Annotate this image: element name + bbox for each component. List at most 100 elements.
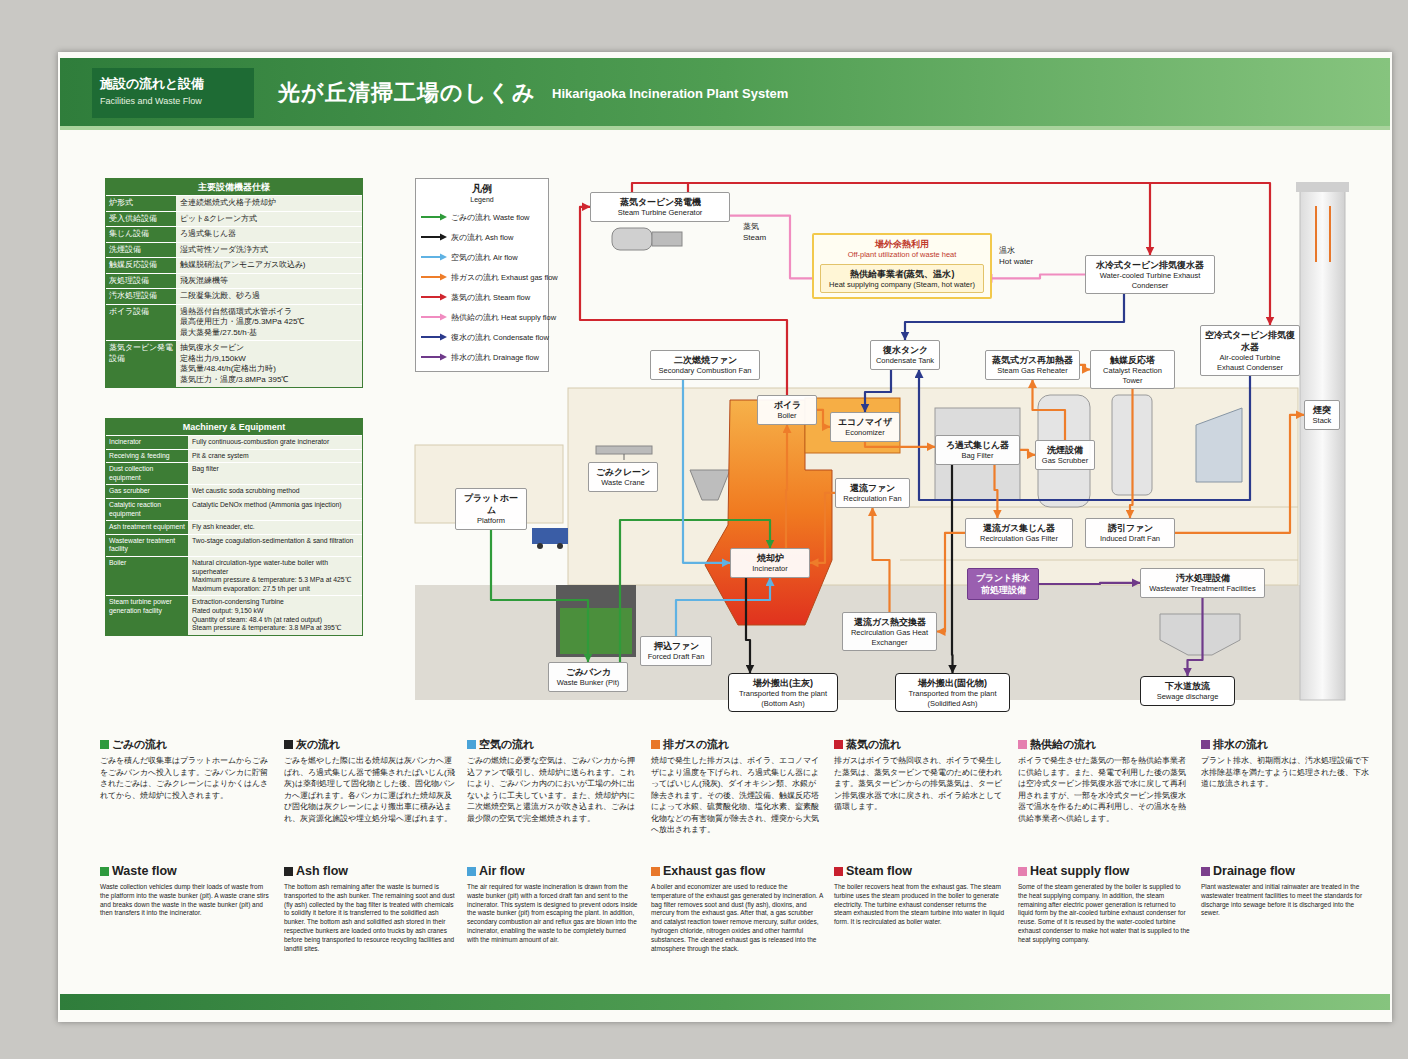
- node-text: ろ過式集じん器: [940, 439, 1015, 451]
- table-row: 汚水処理設備二段凝集沈殿、砂ろ過: [106, 288, 362, 304]
- node-text: 場外搬出(主灰): [733, 677, 833, 689]
- color-square: [100, 867, 109, 876]
- node-text: 触媒反応塔: [1095, 354, 1170, 366]
- node-text: Recirculation Fan: [840, 494, 905, 504]
- collection-truck-part: [557, 543, 563, 549]
- node-text: Recirculation Gas Filter: [970, 534, 1068, 544]
- table-cell: Steam turbine power generation facility: [106, 596, 188, 634]
- bag-filter-part: [935, 408, 1020, 500]
- legend-swatch: [421, 273, 447, 281]
- section-tag: Facilities and Waste Flow: [100, 96, 250, 106]
- swatch-head: [440, 314, 447, 321]
- process-box: 還流ガス熱交換器Recirculation Gas Heat Exchanger: [842, 612, 937, 651]
- body-text: ごみを積んだ収集車はプラットホームからごみをごみバンカへ投入します。ごみバンカに…: [100, 755, 272, 801]
- flow-connector: [865, 442, 935, 447]
- process-box: 蒸気タービン発電機Steam Turbine Generator: [590, 192, 730, 222]
- footer-band: [60, 994, 1390, 1010]
- table-cell: Wet caustic soda scrubbing method: [188, 485, 362, 498]
- text-block: Ash flowThe bottom ash remaining after t…: [284, 864, 456, 953]
- table-cell: ピット&クレーン方式: [180, 214, 358, 225]
- table-row: 蒸気タービン発電設備抽気復水タービン定格出力/9,150kW蒸気量/48.4t/…: [106, 340, 362, 387]
- flow-connector: [1188, 598, 1203, 677]
- legend-row: 排水の流れ Drainage flow: [421, 347, 543, 367]
- table-row: BoilerNatural circulation-type water-tub…: [106, 556, 362, 595]
- table-header: 主要設備機器仕様: [106, 179, 362, 195]
- table-cell: Quantity of steam: 48.4 t/h (at rated ou…: [192, 616, 358, 625]
- node-text: Induced Draft Fan: [1090, 534, 1170, 544]
- legend-title: Legend: [421, 195, 543, 204]
- node-text: プラットホーム: [460, 492, 522, 516]
- column-heading: 灰の流れ: [284, 738, 456, 751]
- color-square: [100, 740, 109, 749]
- color-square: [651, 867, 660, 876]
- flow-connector: [951, 465, 954, 674]
- flow-connector: [937, 533, 965, 632]
- body-text: The boiler recovers heat from the exhaus…: [834, 883, 1006, 927]
- table-cell: Pit & crane system: [188, 450, 362, 463]
- waste-bunker: [556, 585, 636, 657]
- color-square: [1018, 867, 1027, 876]
- text-block: 空気の流れごみの燃焼に必要な空気は、ごみバンカから押込ファンで吸引し、焼却炉に送…: [467, 738, 639, 864]
- table-row: Gas scrubberWet caustic soda scrubbing m…: [106, 484, 362, 498]
- node-text: 還流ファン: [840, 482, 905, 494]
- node-text: Economizer: [835, 428, 895, 438]
- plant-building: [415, 388, 1300, 700]
- process-box: 煙突Stack: [1304, 400, 1340, 430]
- table-cell: 触媒脱硝法(アンモニアガス吹込み): [176, 258, 362, 273]
- table-header: Machinery & Equipment: [106, 419, 362, 435]
- process-box: 下水道放流Sewage discharge: [1140, 676, 1235, 706]
- node-text: 水冷式タービン排気復水器: [1090, 259, 1210, 271]
- table-cell: ろ過式集じん器: [180, 229, 358, 240]
- table-cell: 集じん設備: [106, 227, 176, 242]
- node-text: 煙突: [1309, 404, 1335, 416]
- table-cell: Bag filter: [192, 465, 358, 474]
- swatch-line: [421, 236, 441, 238]
- column-heading: 排ガスの流れ: [651, 738, 823, 751]
- table-cell: 全連続燃焼式火格子焼却炉: [176, 196, 362, 211]
- text-column: 蒸気の流れ排ガスはボイラで熱回収され、ボイラで発生した蒸気は、蒸気タービンで発電…: [834, 738, 1006, 927]
- stack-part: [1296, 182, 1349, 192]
- table-row: Catalytic reaction equipmentCatalytic De…: [106, 498, 362, 520]
- table-cell: Gas scrubber: [106, 485, 188, 498]
- body-text: Some of the steam generated by the boile…: [1018, 883, 1190, 945]
- table-cell: Fully continuous-combustion grate incine…: [192, 438, 358, 447]
- flow-connector: [1039, 583, 1140, 584]
- text-block: 排ガスの流れ焼却で発生した排ガスは、ボイラ、エコノマイザにより温度を下げられ、ろ…: [651, 738, 823, 864]
- legend-text: 熱供給の流れ Heat supply flow: [451, 313, 556, 322]
- process-box: 水冷式タービン排気復水器Water-cooled Turbine Exhaust…: [1085, 255, 1215, 294]
- column-heading-text: ごみの流れ: [112, 738, 167, 751]
- table-cell: 洗煙設備: [106, 243, 176, 258]
- column-heading: 蒸気の流れ: [834, 738, 1006, 751]
- swatch-head: [440, 254, 447, 261]
- flow-connector: [984, 275, 1085, 279]
- node-text: Off-plant utilization of waste heat: [818, 250, 986, 260]
- node-text: 熱供給事業者(蒸気、温水): [825, 268, 979, 280]
- wastewater-tank: [1160, 614, 1240, 655]
- node-text: ごみバンカ: [553, 666, 623, 678]
- legend-row: 蒸気の流れ Steam flow: [421, 287, 543, 307]
- body-text: ごみを燃やした際に出る焼却灰は灰バンカへ運ばれ、ろ過式集じん器で捕集されたばいじ…: [284, 755, 456, 824]
- table-cell: Ash treatment equipment: [106, 521, 188, 534]
- table-cell: Maximum pressure & temperature: 5.3 MPa …: [192, 576, 358, 585]
- table-cell: Fly ash kneader, etc.: [192, 523, 358, 532]
- table-cell: 二段凝集沈殿、砂ろ過: [176, 289, 362, 304]
- node-text: Platform: [460, 516, 522, 526]
- turbine-generator-part: [652, 232, 682, 246]
- text-block: Steam flowThe boiler recovers heat from …: [834, 864, 1006, 927]
- table-cell: 全連続燃焼式火格子焼却炉: [180, 198, 358, 209]
- table-cell: 過熱器付自然循環式水管ボイラ: [180, 307, 358, 318]
- color-square: [467, 740, 476, 749]
- text-column: ごみの流れごみを積んだ収集車はプラットホームからごみをごみバンカへ投入します。ご…: [100, 738, 272, 918]
- flow-connector: [746, 578, 750, 674]
- flow-label: Hot water: [998, 257, 1034, 267]
- legend-swatch: [421, 253, 447, 261]
- node-text: Waste Bunker (Pit): [553, 678, 623, 688]
- body-text: Waste collection vehicles dump their loa…: [100, 883, 272, 918]
- column-heading: Ash flow: [284, 864, 456, 879]
- node-text: 二次燃焼ファン: [655, 354, 755, 366]
- node-text: ごみクレーン: [593, 466, 653, 478]
- node-text: 復水タンク: [875, 344, 935, 356]
- table-cell: ボイラ設備: [106, 305, 176, 341]
- process-box: 触媒反応塔Catalyst Reaction Tower: [1090, 350, 1175, 389]
- node-text: 場外余熱利用: [818, 238, 986, 250]
